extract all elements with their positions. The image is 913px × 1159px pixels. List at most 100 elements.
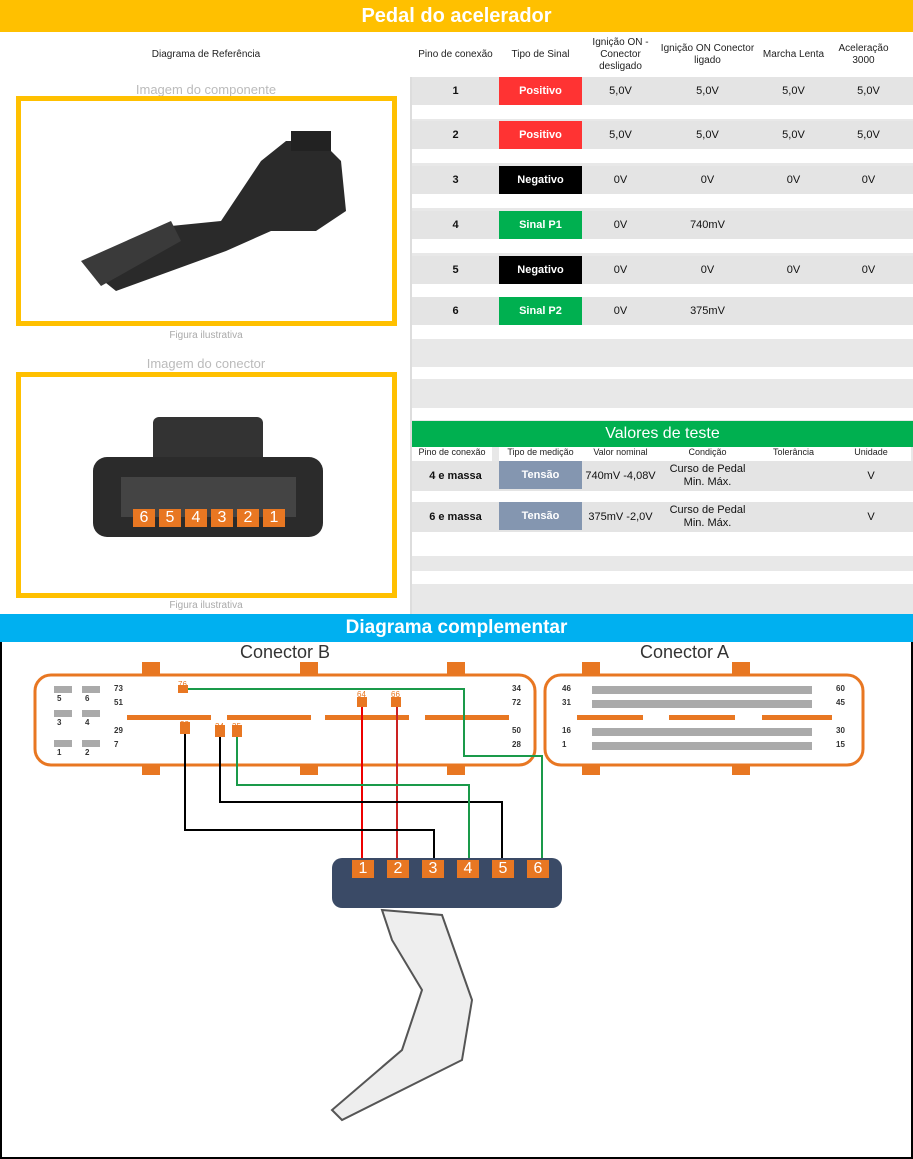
connector-a-pin: 16 — [562, 726, 571, 735]
pin-cell: 4 — [452, 219, 459, 231]
acel-cell: 5,0V — [857, 85, 880, 97]
pin-cell: 1 — [452, 85, 459, 97]
tolerance-cell — [756, 461, 831, 489]
connector-pin: 3 — [211, 509, 233, 527]
row-gap — [412, 149, 913, 163]
connector-a-pin: 1 — [562, 740, 567, 749]
pedal-pin: 3 — [422, 860, 444, 878]
figure-caption-1: Figura ilustrativa — [169, 330, 243, 341]
ign-off-cell: 5,0V — [609, 129, 632, 141]
ign-off-cell: 0V — [613, 305, 628, 317]
ign-on-cell: 740mV — [690, 219, 725, 231]
header-tipo: Tipo de Sinal — [511, 48, 570, 60]
header-ign-on: Ignição ON Conector ligado — [660, 42, 755, 66]
pedal-pin: 6 — [527, 860, 549, 878]
test-pin: 4 e massa — [429, 470, 482, 482]
measure-type-badge: Tensão — [499, 461, 582, 489]
signal-row: 6 Sinal P2 0V 375mV — [412, 297, 913, 325]
connector-b-pin: 7 — [114, 740, 119, 749]
component-image — [16, 96, 397, 326]
nominal-cell: 740mV -4,08V — [585, 470, 656, 482]
test-row: 6 e massa Tensão 375mV -2,0V Curso de Pe… — [412, 502, 913, 532]
test-values-title: Valores de teste — [412, 421, 913, 447]
test-pin: 6 e massa — [429, 511, 482, 523]
pin-cell: 2 — [452, 129, 459, 141]
connector-b-pin: 73 — [114, 684, 123, 693]
connector-a-pin: 31 — [562, 698, 571, 707]
test-header: Pino de conexão — [412, 447, 492, 461]
connector-pin: 5 — [159, 509, 181, 527]
acel-cell: 0V — [861, 264, 876, 276]
connector-a-pin: 30 — [836, 726, 845, 735]
connector-a-pin: 46 — [562, 684, 571, 693]
condition-cell-2: Min. Máx. — [683, 476, 732, 488]
header-marcha: Marcha Lenta — [762, 48, 825, 60]
signal-type-badge: Positivo — [499, 121, 582, 149]
header-acel: Aceleração 3000 — [838, 42, 889, 66]
ign-on-cell: 5,0V — [696, 129, 719, 141]
connector-b-pin: 2 — [85, 748, 90, 757]
marcha-cell: 0V — [786, 174, 801, 186]
connector-b-pin: 51 — [114, 698, 123, 707]
row-gap — [412, 239, 913, 253]
test-header: Unidade — [831, 447, 911, 461]
row-gap — [412, 194, 913, 208]
signal-row: 4 Sinal P1 0V 740mV — [412, 211, 913, 239]
acel-cell: 0V — [861, 174, 876, 186]
condition-cell: Curso de Pedal — [669, 504, 746, 516]
pin-cell: 3 — [452, 174, 459, 186]
ign-on-cell: 0V — [700, 264, 715, 276]
pedal-pin: 5 — [492, 860, 514, 878]
connector-b-pin: 5 — [57, 694, 62, 703]
test-header: Tolerância — [756, 447, 831, 461]
marcha-cell: 5,0V — [782, 85, 805, 97]
marcha-cell: 5,0V — [782, 129, 805, 141]
row-gap — [412, 571, 913, 584]
unit-cell: V — [867, 511, 875, 523]
component-caption: Imagem do componente — [135, 82, 277, 97]
header-ref: Diagrama de Referência — [151, 48, 261, 60]
ign-on-cell: 0V — [700, 174, 715, 186]
connector-b-wired-pin: 66 — [391, 690, 400, 699]
ign-on-cell: 5,0V — [696, 85, 719, 97]
connector-b-pin: 28 — [512, 740, 521, 749]
ign-off-cell: 0V — [613, 174, 628, 186]
row-gap — [412, 532, 913, 543]
connector-pin: 2 — [237, 509, 259, 527]
connector-pin: 4 — [185, 509, 207, 527]
header-ign-off: Ignição ON - Conector desligado — [592, 36, 649, 72]
row-gap — [412, 491, 913, 502]
ign-off-cell: 0V — [613, 264, 628, 276]
acel-cell — [831, 211, 906, 239]
connector-a-label: Conector A — [640, 642, 730, 662]
test-header: Condição — [659, 447, 756, 461]
connector-b-wired-pin: 35 — [232, 722, 241, 731]
connector-a-pin: 60 — [836, 684, 845, 693]
connector-b-pin: 6 — [85, 694, 90, 703]
tolerance-cell — [756, 502, 831, 530]
measure-type-badge: Tensão — [499, 502, 582, 530]
condition-cell-2: Min. Máx. — [683, 517, 732, 529]
connector-b-pin: 34 — [512, 684, 521, 693]
marcha-cell — [756, 211, 831, 239]
ign-off-cell: 5,0V — [609, 85, 632, 97]
marcha-cell: 0V — [786, 264, 801, 276]
pedal-pin: 4 — [457, 860, 479, 878]
connector-caption: Imagem do conector — [146, 356, 266, 371]
connector-a-pin: 45 — [836, 698, 845, 707]
test-row: 4 e massa Tensão 740mV -4,08V Curso de P… — [412, 461, 913, 491]
connector-b-wired-pin: 64 — [357, 690, 366, 699]
signal-row: 3 Negativo 0V 0V 0V 0V — [412, 166, 913, 194]
ign-on-cell: 375mV — [690, 305, 725, 317]
ign-off-cell: 0V — [613, 219, 628, 231]
diagram-title: Diagrama complementar — [0, 614, 913, 642]
connector-b-pin: 1 — [57, 748, 62, 757]
signal-type-badge: Positivo — [499, 77, 582, 105]
test-header: Valor nominal — [582, 447, 659, 461]
connector-b-pin: 72 — [512, 698, 521, 707]
connector-b-wired-pin: 34 — [215, 722, 224, 731]
row-gap — [412, 325, 913, 339]
signal-type-badge: Sinal P2 — [499, 297, 582, 325]
test-header: Tipo de medição — [499, 447, 582, 461]
